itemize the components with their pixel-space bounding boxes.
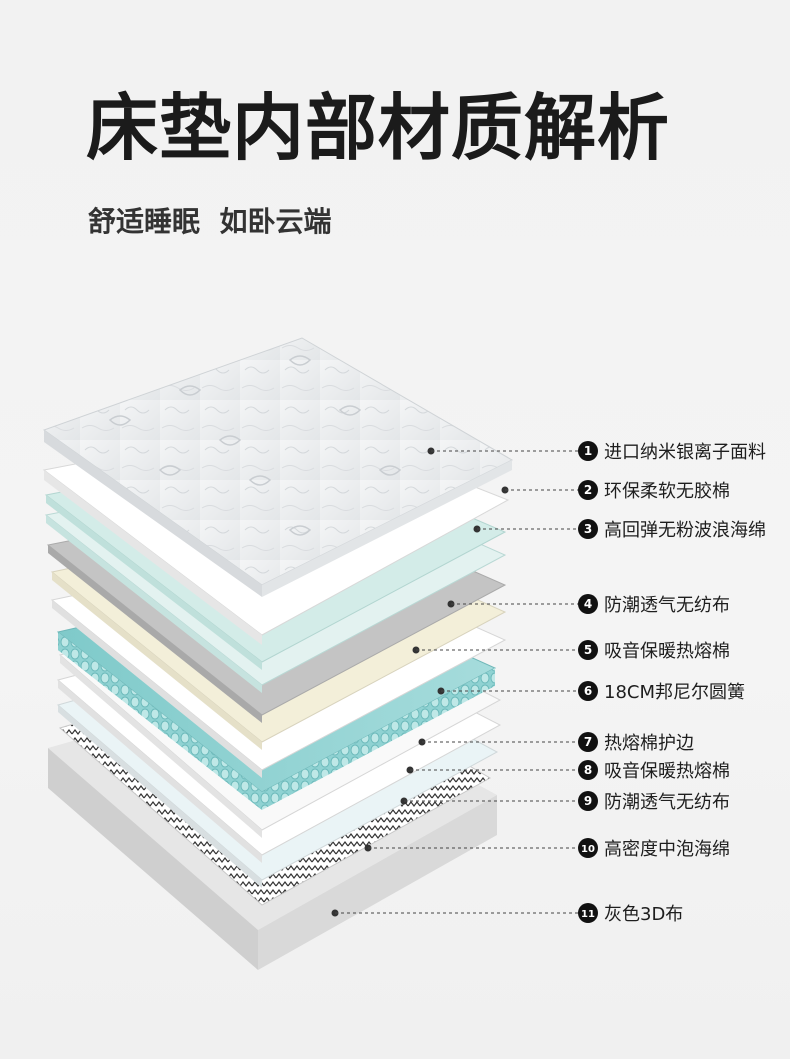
callout-number: 4 <box>584 597 592 611</box>
callout-number: 5 <box>584 643 592 657</box>
callout-label: 防潮透气无纺布 <box>604 792 730 813</box>
callout-10: 10 高密度中泡海绵 <box>364 838 730 860</box>
callout-number: 1 <box>584 444 592 458</box>
callout-2: 2 环保柔软无胶棉 <box>501 480 730 502</box>
callout-6: 6 18CM邦尼尔圆簧 <box>437 681 745 703</box>
callout-9: 9 防潮透气无纺布 <box>400 791 730 813</box>
callout-number: 7 <box>584 735 592 749</box>
callout-number: 9 <box>584 794 592 808</box>
callout-label: 高密度中泡海绵 <box>604 839 730 860</box>
page-subtitle: 舒适睡眠 如卧云端 <box>88 205 332 238</box>
callout-number: 6 <box>584 684 592 698</box>
callout-number: 10 <box>581 844 595 855</box>
callout-label: 进口纳米银离子面料 <box>604 442 766 463</box>
callout-11: 11 灰色3D布 <box>331 903 683 925</box>
page-title: 床垫内部材质解析 <box>86 86 671 170</box>
callout-label: 灰色3D布 <box>604 904 683 925</box>
callout-label: 吸音保暖热熔棉 <box>604 641 730 662</box>
callout-4: 4 防潮透气无纺布 <box>447 594 730 616</box>
callout-label: 吸音保暖热熔棉 <box>604 761 730 782</box>
callout-label: 防潮透气无纺布 <box>604 595 730 616</box>
callout-3: 3 高回弹无粉波浪海绵 <box>473 519 766 541</box>
callout-label: 高回弹无粉波浪海绵 <box>604 520 766 541</box>
callout-label: 环保柔软无胶棉 <box>604 481 730 502</box>
callout-8: 8 吸音保暖热熔棉 <box>406 760 730 782</box>
callout-number: 8 <box>584 763 592 777</box>
callout-number: 11 <box>581 909 595 920</box>
callout-7: 7 热熔棉护边 <box>418 732 694 754</box>
layer-quilted-fabric <box>42 337 514 597</box>
callout-label: 18CM邦尼尔圆簧 <box>604 682 745 703</box>
callout-5: 5 吸音保暖热熔棉 <box>412 640 730 662</box>
callout-label: 热熔棉护边 <box>604 733 694 754</box>
callout-number: 3 <box>584 522 592 536</box>
layer-callouts: 1 进口纳米银离子面料 2 环保柔软无胶棉 3 高回弹无粉波浪海绵 4 防潮透气… <box>331 441 766 925</box>
callout-number: 2 <box>584 483 592 497</box>
callout-1: 1 进口纳米银离子面料 <box>427 441 766 463</box>
